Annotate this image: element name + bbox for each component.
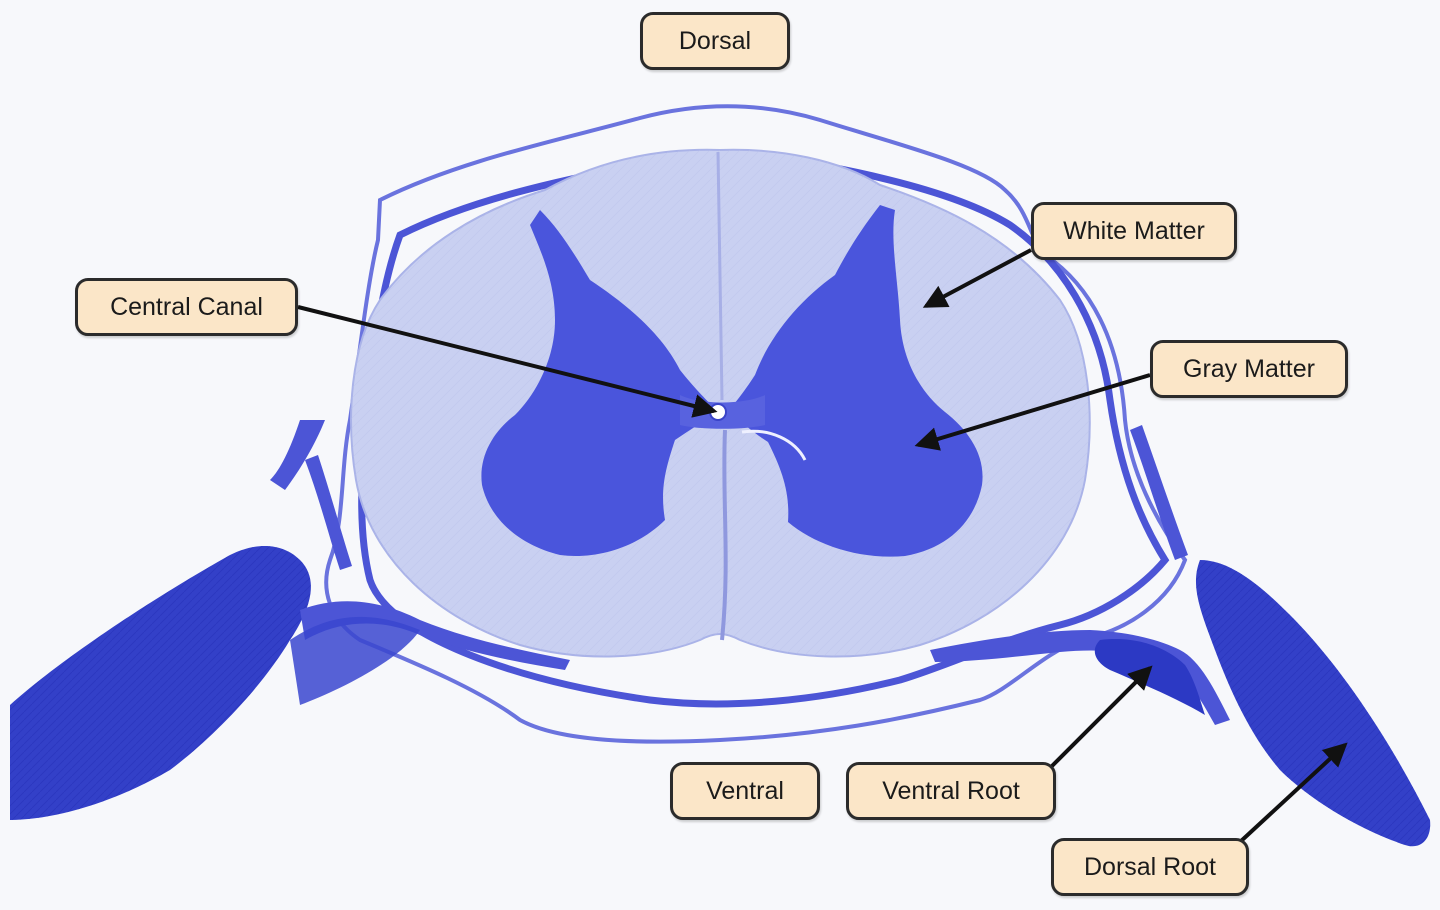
arrow-gray-matter [914, 373, 1151, 451]
left-spinal-nerve [290, 616, 420, 705]
label-dorsal: Dorsal [640, 12, 790, 70]
dorsal-median-septum [716, 151, 724, 401]
commissural-vessel [741, 429, 807, 461]
right-spinal-nerve [1094, 639, 1205, 715]
label-white-matter: White Matter [1031, 202, 1237, 260]
left-dorsal-root-texture [10, 545, 311, 820]
label-ventral-root: Ventral Root [846, 762, 1056, 820]
label-gray-matter: Gray Matter [1150, 340, 1348, 398]
ventral-median-fissure [720, 429, 728, 641]
right-lateral-ligament [1130, 425, 1188, 560]
arrow-white-matter [922, 248, 1032, 308]
right-dorsal-root-texture [1195, 560, 1431, 847]
gray-matter-right [728, 205, 983, 557]
left-lateral-ligament [270, 420, 325, 490]
arrow-dorsal-root [1238, 742, 1348, 844]
left-ventral-rootlet [305, 455, 352, 570]
label-dorsal-root: Dorsal Root [1051, 838, 1249, 896]
label-central-canal: Central Canal [75, 278, 298, 336]
arrow-ventral-root [1048, 665, 1153, 770]
arrow-central-canal [297, 305, 718, 418]
label-ventral: Ventral [670, 762, 820, 820]
